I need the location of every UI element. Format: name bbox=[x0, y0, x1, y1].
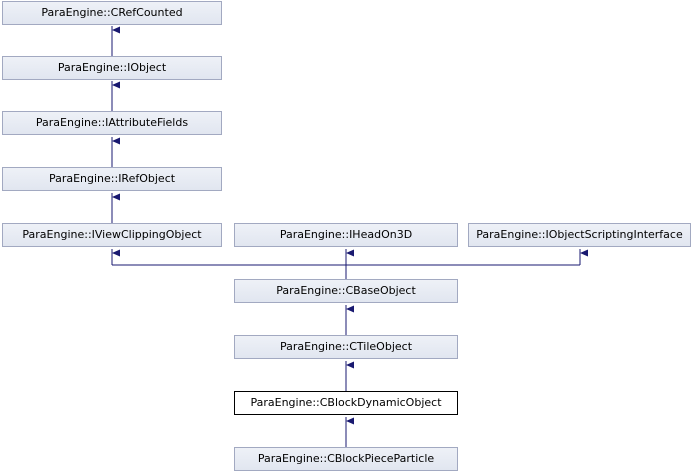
node-iheadon3d[interactable]: ParaEngine::IHeadOn3D bbox=[234, 223, 458, 247]
node-iattributefields[interactable]: ParaEngine::IAttributeFields bbox=[2, 111, 222, 135]
node-cblockpieceparticle[interactable]: ParaEngine::CBlockPieceParticle bbox=[234, 447, 458, 471]
node-crefcounted[interactable]: ParaEngine::CRefCounted bbox=[2, 1, 222, 25]
node-iobject[interactable]: ParaEngine::IObject bbox=[2, 56, 222, 80]
node-irefobject[interactable]: ParaEngine::IRefObject bbox=[2, 167, 222, 191]
node-cbaseobject[interactable]: ParaEngine::CBaseObject bbox=[234, 279, 458, 303]
node-iobjectscriptinginterface[interactable]: ParaEngine::IObjectScriptingInterface bbox=[468, 223, 691, 247]
node-ctileobject[interactable]: ParaEngine::CTileObject bbox=[234, 335, 458, 359]
node-cblockdynamicobject: ParaEngine::CBlockDynamicObject bbox=[234, 391, 458, 415]
node-iviewclippingobject[interactable]: ParaEngine::IViewClippingObject bbox=[2, 223, 222, 247]
